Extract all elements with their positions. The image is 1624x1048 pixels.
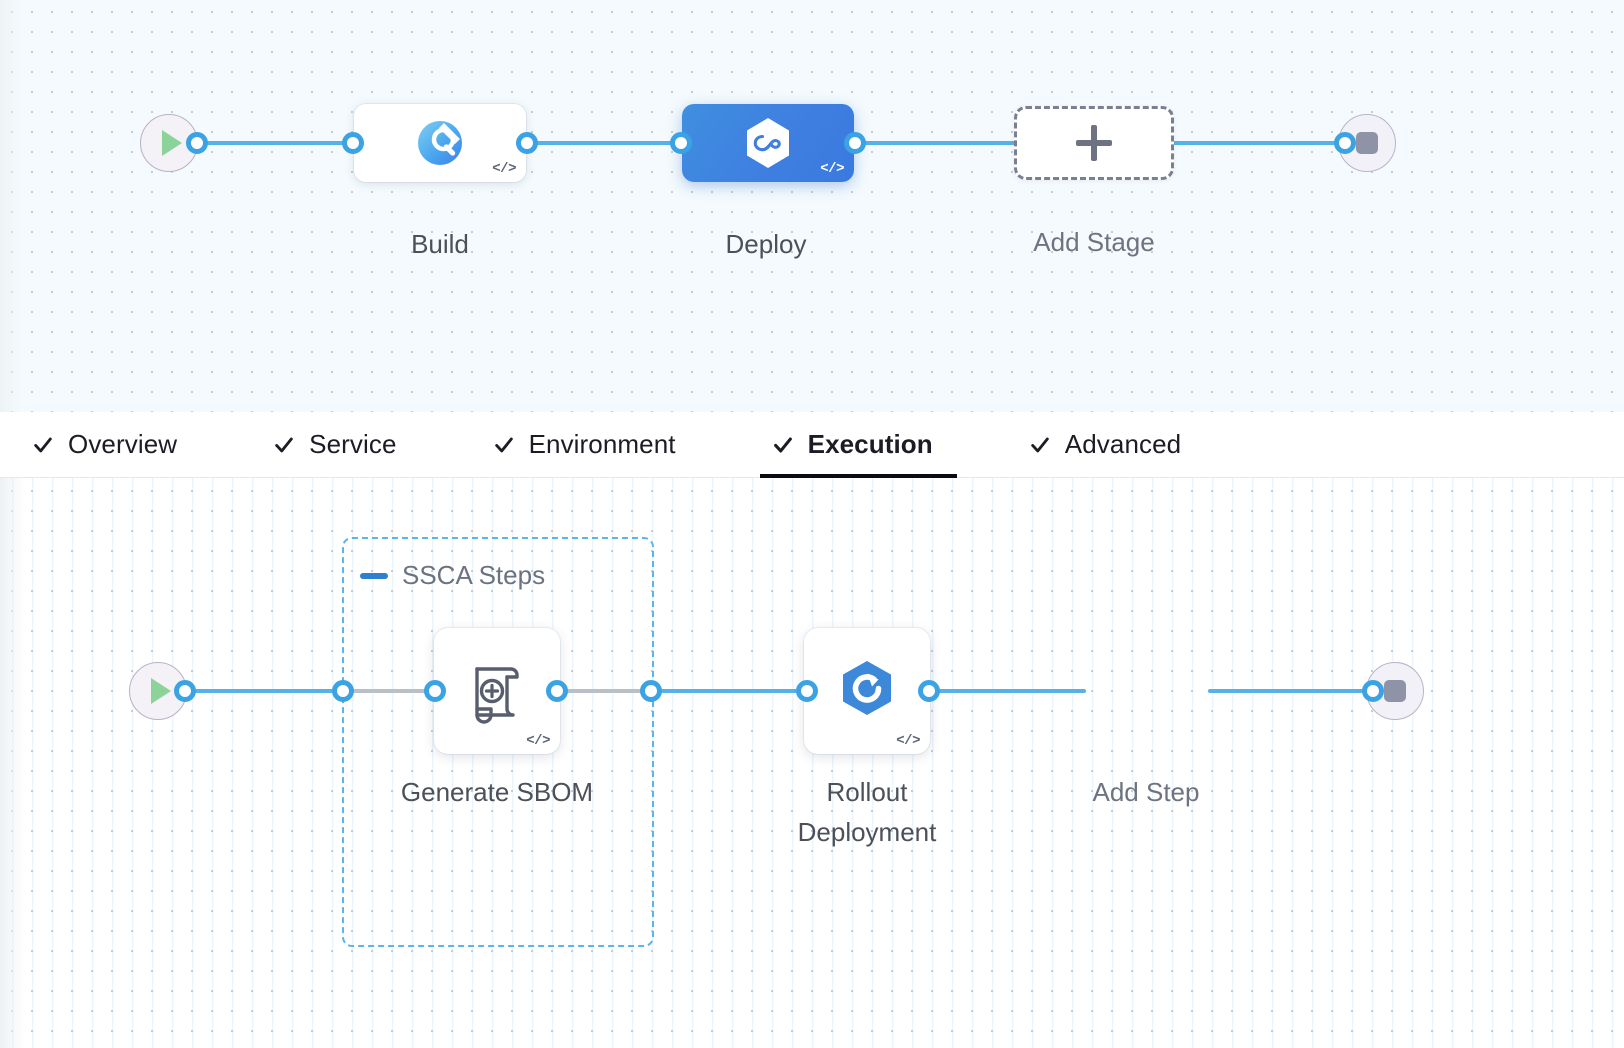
step-label-generate-sbom: Generate SBOM	[400, 777, 594, 807]
stage-config-tabbar: Overview Service Environment Execution A…	[0, 412, 1624, 478]
check-icon	[773, 436, 792, 453]
tab-execution[interactable]: Execution	[759, 412, 957, 478]
edge-start-to-group	[178, 689, 348, 693]
edge-group-to-rollout	[650, 689, 818, 693]
tab-overview[interactable]: Overview	[32, 412, 177, 478]
tab-label: Overview	[68, 429, 178, 459]
stage-label-deploy: Deploy	[725, 229, 807, 259]
step-rollout-port-in[interactable]	[796, 680, 818, 702]
add-stage-button[interactable]	[1014, 106, 1174, 180]
stage-start-node[interactable]	[140, 114, 198, 172]
tab-service[interactable]: Service	[273, 412, 396, 478]
execution-steps-canvas[interactable]: SSCA Steps </> Generate SBOM </>	[0, 478, 1624, 1048]
step-group-port-in[interactable]	[332, 680, 354, 702]
edge-rollout-to-add	[926, 689, 1086, 693]
minus-icon[interactable]	[360, 572, 388, 579]
step-sbom-port-out[interactable]	[546, 680, 568, 702]
check-icon	[275, 437, 293, 452]
stage-graph-canvas[interactable]: </> Build </> Deploy Add Stage	[0, 0, 1624, 412]
tab-label: Advanced	[1064, 429, 1182, 459]
stage-end-port[interactable]	[1334, 132, 1356, 154]
step-rollout-port-out[interactable]	[918, 680, 940, 702]
harness-hex-icon	[747, 118, 789, 168]
step-group-title: SSCA Steps	[402, 560, 546, 590]
stage-deploy-port-out[interactable]	[844, 132, 866, 154]
add-step-label: Add Step	[1092, 777, 1200, 807]
stage-code-badge: </>	[820, 161, 844, 177]
stage-build-port-out[interactable]	[516, 132, 538, 154]
step-sbom-port-in[interactable]	[424, 680, 446, 702]
plus-icon	[1076, 125, 1112, 161]
build-disc-icon	[418, 121, 462, 165]
stage-start-port[interactable]	[186, 132, 208, 154]
k8s-rollout-icon	[843, 661, 891, 715]
stage-card-build[interactable]: </>	[354, 104, 526, 182]
stage-deploy-port-in[interactable]	[670, 132, 692, 154]
step-code-badge: </>	[896, 733, 920, 749]
scroll-plus-icon	[475, 667, 519, 724]
tab-advanced[interactable]: Advanced	[1029, 412, 1181, 478]
check-icon	[494, 437, 513, 452]
edge-sbom-to-groupout	[556, 689, 654, 693]
play-icon	[162, 130, 182, 156]
step-group-port-out[interactable]	[640, 680, 662, 702]
step-group-ssca[interactable]	[342, 537, 654, 947]
check-icon	[34, 437, 52, 452]
play-icon	[151, 678, 171, 704]
edge-add-to-end	[1208, 689, 1372, 693]
step-end-port[interactable]	[1362, 680, 1384, 702]
stage-code-badge: </>	[492, 161, 516, 177]
step-start-port[interactable]	[174, 680, 196, 702]
edge-add-to-end	[1156, 141, 1364, 145]
step-code-badge: </>	[526, 733, 550, 749]
tab-label: Execution	[807, 429, 933, 459]
stage-card-deploy[interactable]: </>	[682, 104, 854, 182]
step-card-generate-sbom[interactable]: </>	[434, 628, 560, 754]
tab-label: Service	[309, 429, 397, 459]
check-icon	[1031, 437, 1049, 452]
edge-build-to-deploy	[518, 141, 698, 145]
tab-label: Environment	[528, 429, 676, 459]
tab-environment[interactable]: Environment	[493, 412, 676, 478]
edge-deploy-to-add	[842, 141, 1032, 145]
edge-start-to-build	[190, 141, 360, 145]
step-label-rollout-deployment: Rollout Deployment	[797, 777, 937, 848]
stage-label-build: Build	[411, 229, 469, 259]
step-group-header[interactable]: SSCA Steps	[360, 560, 545, 591]
step-card-rollout-deployment[interactable]: </>	[804, 628, 930, 754]
add-stage-label: Add Stage	[1033, 227, 1155, 257]
stop-icon	[1384, 680, 1406, 702]
stop-icon	[1356, 132, 1378, 154]
edge-group-to-sbom	[344, 689, 442, 693]
stage-build-port-in[interactable]	[342, 132, 364, 154]
